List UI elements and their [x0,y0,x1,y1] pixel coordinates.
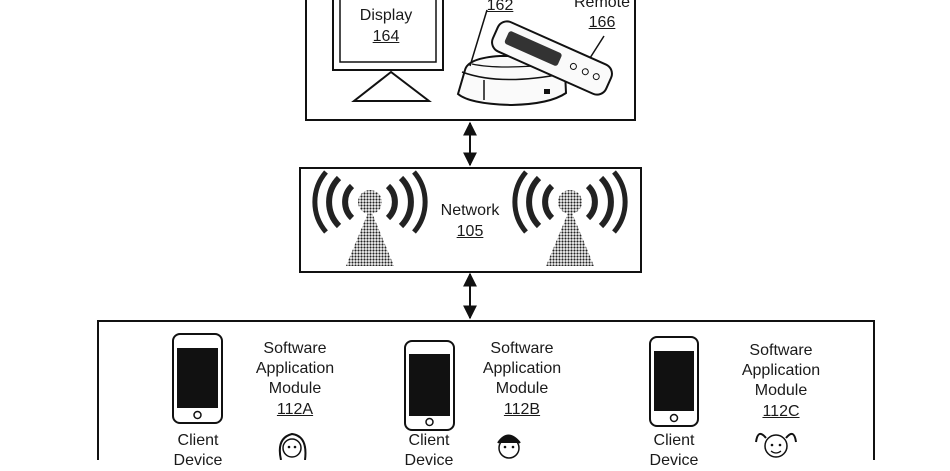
display-ref: 164 [372,28,400,45]
network-ref: 105 [456,223,484,240]
network-label: Network [440,202,500,219]
network-box [299,167,642,273]
leader-166 [589,35,605,59]
module-b-line-3: Module [495,380,549,397]
woman-icon [278,432,307,460]
module-c-line-3: Module [754,382,808,399]
smartphone-icon [172,333,223,424]
radio-tower-icon [312,170,428,266]
module-a-ref: 112A [276,401,314,418]
module-b-line-1: Software [490,340,554,357]
remote-label: Remote [573,0,631,11]
client-b-label-cut: Device [404,452,454,469]
module-c-line-2: Application [741,362,821,379]
remote-control-icon [491,20,613,96]
client-b-label: Client [408,432,450,449]
client-a-label-cut: Device [173,452,223,469]
leader-162 [469,9,488,67]
module-c-ref: 112C [762,403,800,420]
module-a-line-2: Application [255,360,335,377]
client-a-label: Client [177,432,219,449]
module-c-line-1: Software [749,342,813,359]
display-label: Display [359,7,413,24]
system-diagram [97,0,875,460]
display-icon [332,0,444,102]
client-c-label-cut: Device [649,452,699,469]
smartphone-icon [649,336,699,427]
module-b-ref: 112B [503,401,541,418]
client-c-label: Client [653,432,695,449]
child-icon [755,432,797,458]
media-device-ref: 162 [486,0,514,14]
media-system-box [305,0,636,121]
radio-tower-icon [512,170,628,266]
module-b-line-2: Application [482,360,562,377]
module-a-line-3: Module [268,380,322,397]
smartphone-icon [404,340,455,431]
module-a-line-1: Software [263,340,327,357]
client-devices-box [97,320,875,460]
remote-ref: 166 [588,14,616,31]
man-icon [497,434,521,459]
